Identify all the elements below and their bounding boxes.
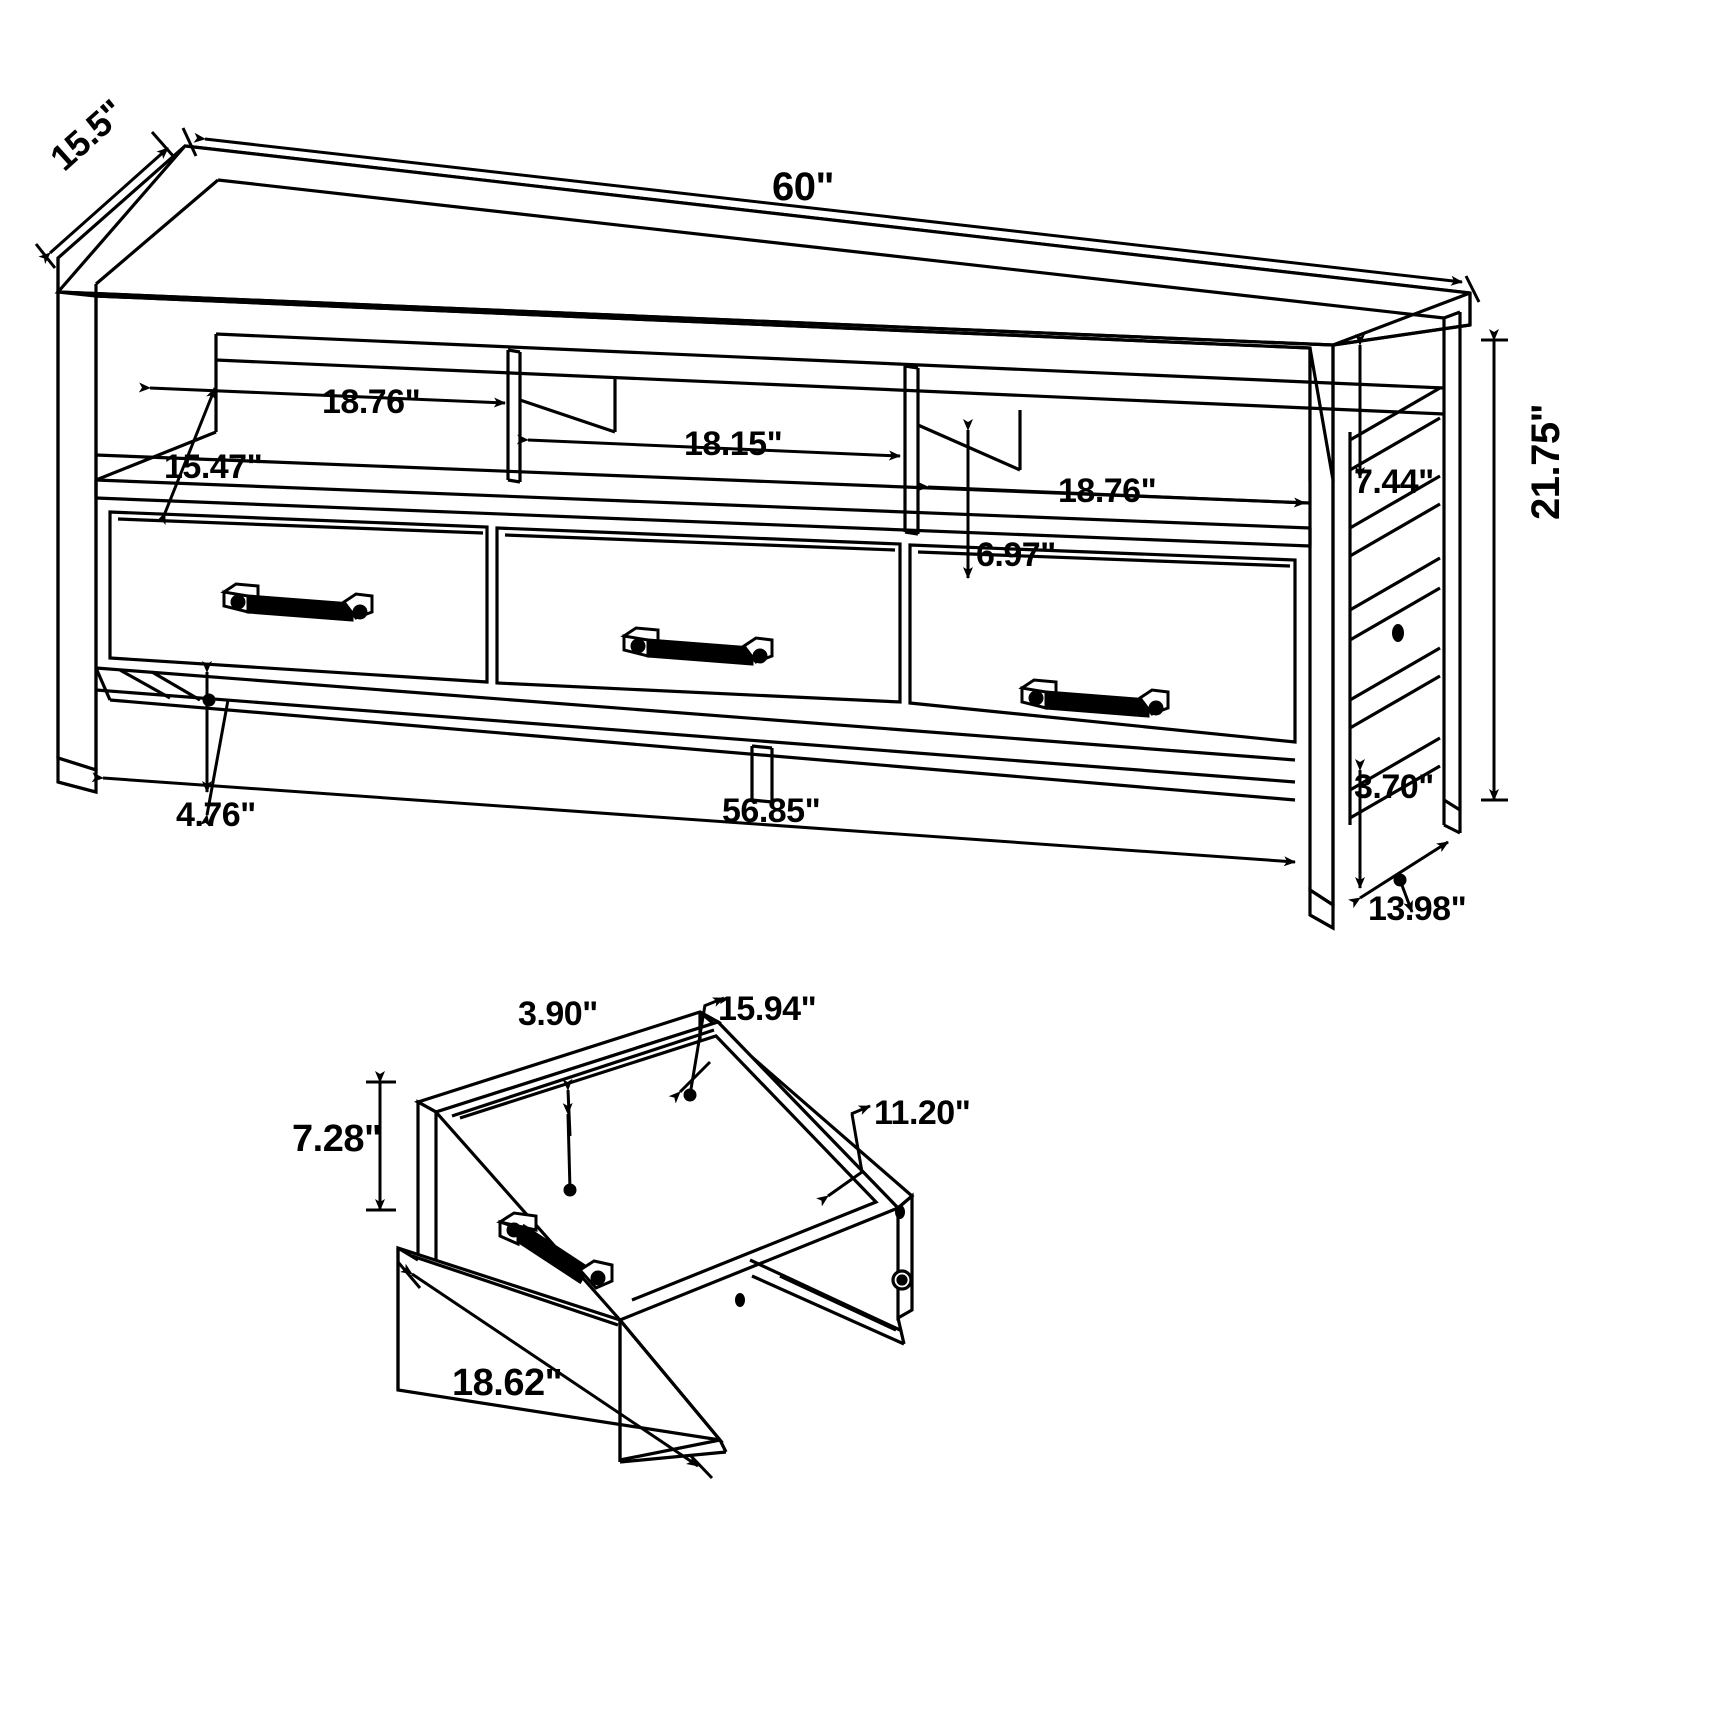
- dim-label-drawer-rail-3-90: 3.90": [518, 995, 598, 1033]
- dim-label-drawer-interior-depth-11-20: 11.20": [874, 1094, 971, 1132]
- dim-label-shelf-height-6-97: 6.97": [976, 536, 1056, 574]
- dim-label-drawer-width-18-62: 18.62": [452, 1362, 563, 1404]
- dim-label-drawer-height-7-28: 7.28": [292, 1118, 382, 1160]
- dim-label-base-depth-13-98: 13.98": [1368, 890, 1467, 928]
- dim-label-shelf-bay-right-18-76: 18.76": [1058, 472, 1157, 510]
- dim-label-base-slat-3-70: 3.70": [1354, 768, 1434, 806]
- dim-label-shelf-bay-left-18-76: 18.76": [322, 383, 421, 421]
- dim-label-drawer-interior-width-15-94: 15.94": [718, 990, 817, 1028]
- dim-label-overall-height-21-75: 21.75": [1524, 403, 1568, 520]
- dim-label-shelf-depth-15-47: 15.47": [164, 448, 263, 486]
- dim-label-base-width-56-85: 56.85": [722, 792, 821, 830]
- dim-label-shelf-bay-middle-18-15: 18.15": [684, 425, 783, 463]
- dim-label-side-slat-7-44: 7.44": [1354, 463, 1434, 501]
- dim-label-width-60: 60": [772, 165, 834, 209]
- dim-label-leg-height-4-76: 4.76": [176, 796, 256, 834]
